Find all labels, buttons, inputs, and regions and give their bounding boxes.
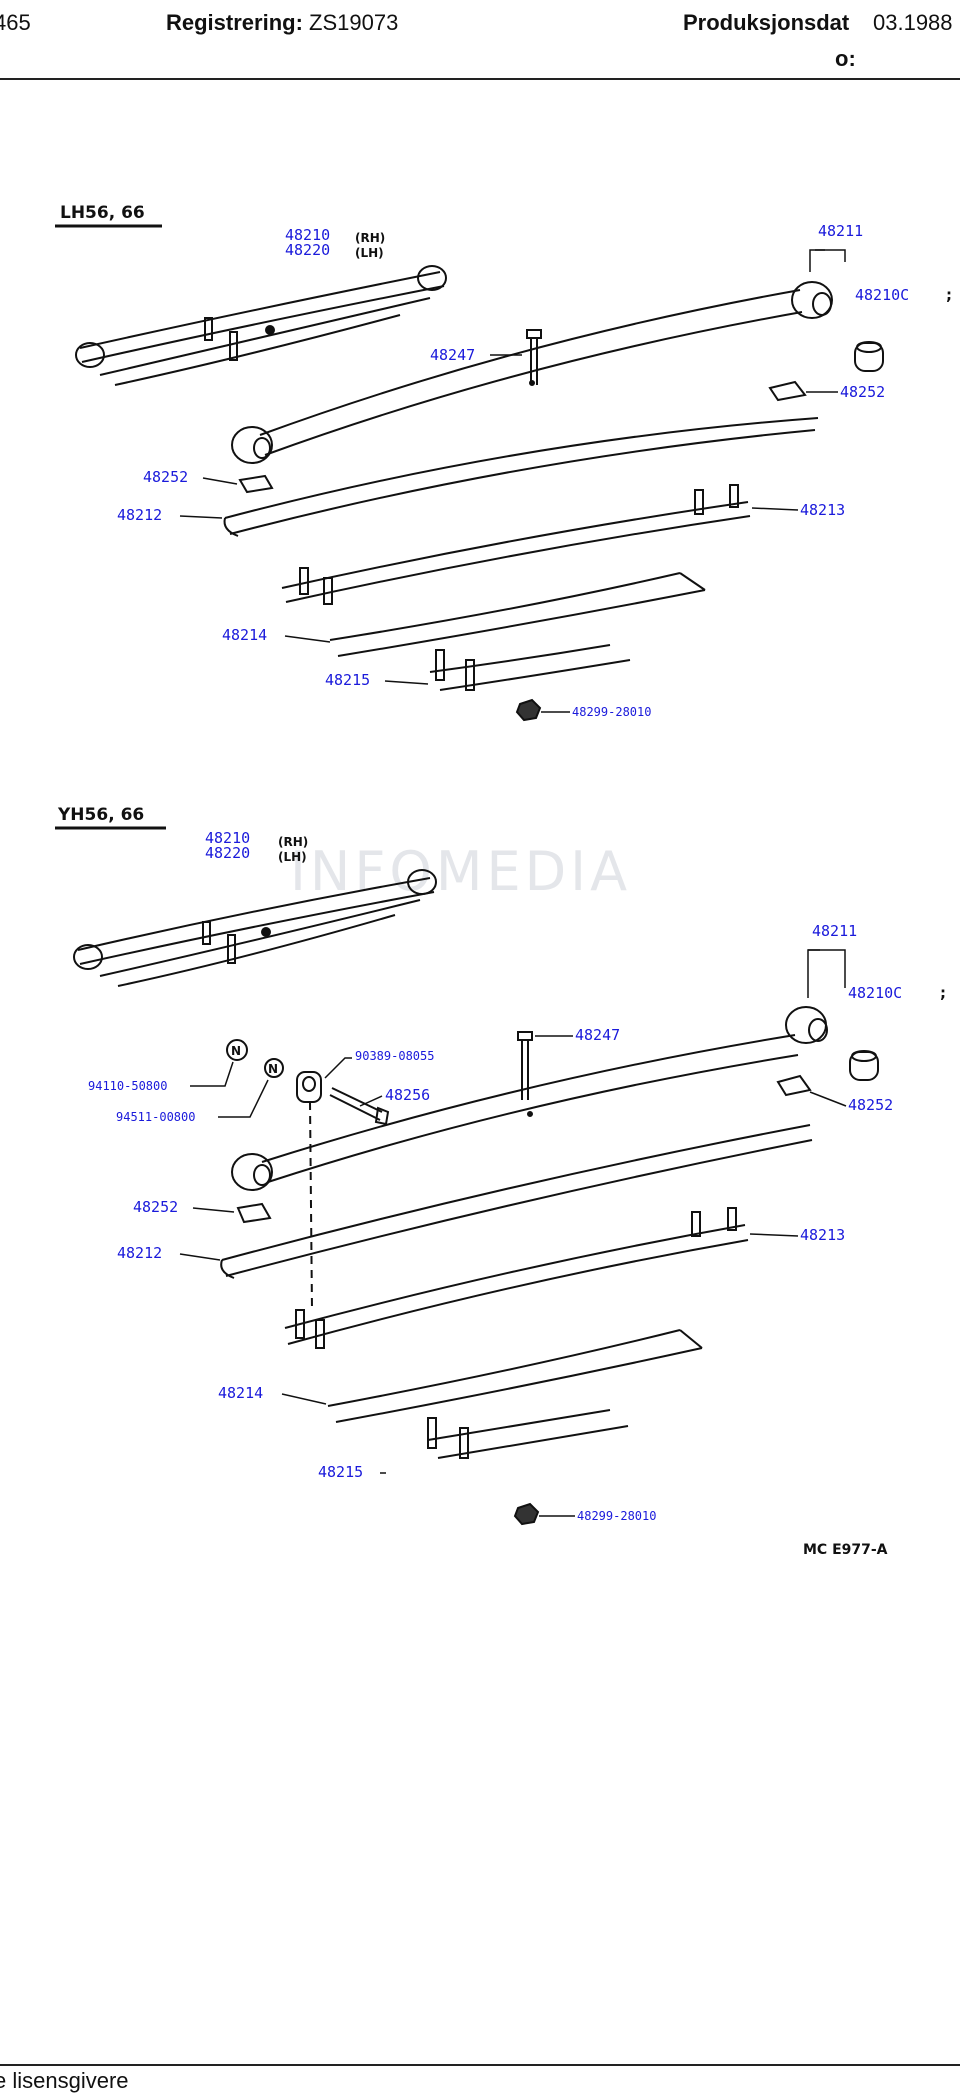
part-48213: 48213	[800, 1226, 845, 1244]
nut-drawing	[515, 698, 542, 722]
leaf-48215-drawing	[427, 1409, 629, 1459]
leaf-48215-drawing	[429, 644, 631, 691]
production-label-wrap: o:	[835, 46, 856, 71]
part-48247: 48247	[575, 1026, 620, 1044]
part-48256: 48256	[385, 1086, 430, 1104]
pad-drawing	[776, 1074, 812, 1097]
part-48210c: 48210C	[848, 984, 902, 1002]
semicolon-mark: ;	[946, 286, 952, 304]
part-48212: 48212	[117, 506, 162, 524]
leaf-48212-drawing	[220, 1124, 813, 1279]
registration-value: ZS19073	[309, 10, 399, 35]
bushing-drawing	[849, 1050, 879, 1081]
part-48220: 48220	[285, 241, 330, 259]
part-48210: 48210	[205, 829, 250, 847]
part-48215: 48215	[325, 671, 370, 689]
center-bolt-drawing	[526, 329, 542, 385]
spring-assembly-drawing	[75, 265, 447, 386]
part-48252-left: 48252	[133, 1198, 178, 1216]
pad-drawing	[768, 380, 807, 402]
svg-text:N: N	[231, 1044, 241, 1058]
rh-tag: (RH)	[355, 231, 385, 245]
leaf-48212-drawing	[223, 417, 819, 537]
part-94511-00800: 94511-00800	[116, 1110, 195, 1124]
part-48213: 48213	[800, 501, 845, 519]
model-title: YH56, 66	[57, 805, 144, 825]
production-label: Produksjonsdat	[683, 10, 850, 35]
part-48214: 48214	[218, 1384, 263, 1402]
leaf-48214-drawing	[329, 572, 706, 657]
part-48210: 48210	[285, 226, 330, 244]
part-48211: 48211	[818, 222, 863, 240]
svg-text:N: N	[268, 1062, 278, 1076]
part-48211: 48211	[812, 922, 857, 940]
rh-tag: (RH)	[278, 835, 308, 849]
part-90389-08055: 90389-08055	[355, 1049, 434, 1063]
part-48220: 48220	[205, 844, 250, 862]
shackle-hardware-drawing: N N	[226, 1039, 390, 1311]
document-header: 465 Registrering: ZS19073 Produksjonsdat…	[0, 0, 960, 80]
lh-tag: (LH)	[355, 246, 384, 260]
production-value: 03.1988	[873, 10, 953, 35]
page-number-fragment: 465	[0, 10, 31, 35]
leaf-48213-drawing	[281, 484, 751, 605]
part-48212: 48212	[117, 1244, 162, 1262]
part-48215: 48215	[318, 1463, 363, 1481]
leaf-48213-drawing	[284, 1207, 749, 1349]
spring-assembly-drawing	[73, 869, 437, 987]
footer-text: e lisensgivere	[0, 2068, 129, 2093]
part-48252-right: 48252	[848, 1096, 893, 1114]
pad-drawing-left	[238, 474, 274, 494]
lh-tag: (LH)	[278, 850, 307, 864]
pad-drawing-left	[236, 1202, 272, 1224]
section-yh56: YH56, 66 48210 48220 (RH) (LH)	[55, 805, 946, 1526]
nut-drawing	[513, 1502, 540, 1526]
bushing-drawing	[854, 341, 884, 372]
parts-diagram: INFOMEDIA LH56, 66 48210 48220 (RH) (LH)	[55, 203, 952, 1558]
footer-rule	[0, 2064, 960, 2066]
model-title: LH56, 66	[60, 203, 145, 223]
part-48252-right: 48252	[840, 383, 885, 401]
part-48299-28010: 48299-28010	[572, 705, 651, 719]
section-lh56: LH56, 66 48210 48220 (RH) (LH)	[55, 203, 952, 722]
part-48210c: 48210C	[855, 286, 909, 304]
part-48299-28010: 48299-28010	[577, 1509, 656, 1523]
part-48247: 48247	[430, 346, 475, 364]
part-48214: 48214	[222, 626, 267, 644]
center-bolt-drawing	[517, 1031, 533, 1100]
semicolon-mark: ;	[940, 984, 946, 1002]
part-48252-left: 48252	[143, 468, 188, 486]
leaf-main-drawing	[231, 281, 833, 464]
leaf-main-drawing	[231, 1006, 828, 1191]
drawing-code: MC E977-A	[803, 1542, 888, 1558]
registration-field: Registrering: ZS19073	[166, 10, 398, 36]
leaf-48214-drawing	[327, 1329, 703, 1423]
registration-label: Registrering:	[166, 10, 303, 35]
part-94110-50800: 94110-50800	[88, 1079, 167, 1093]
